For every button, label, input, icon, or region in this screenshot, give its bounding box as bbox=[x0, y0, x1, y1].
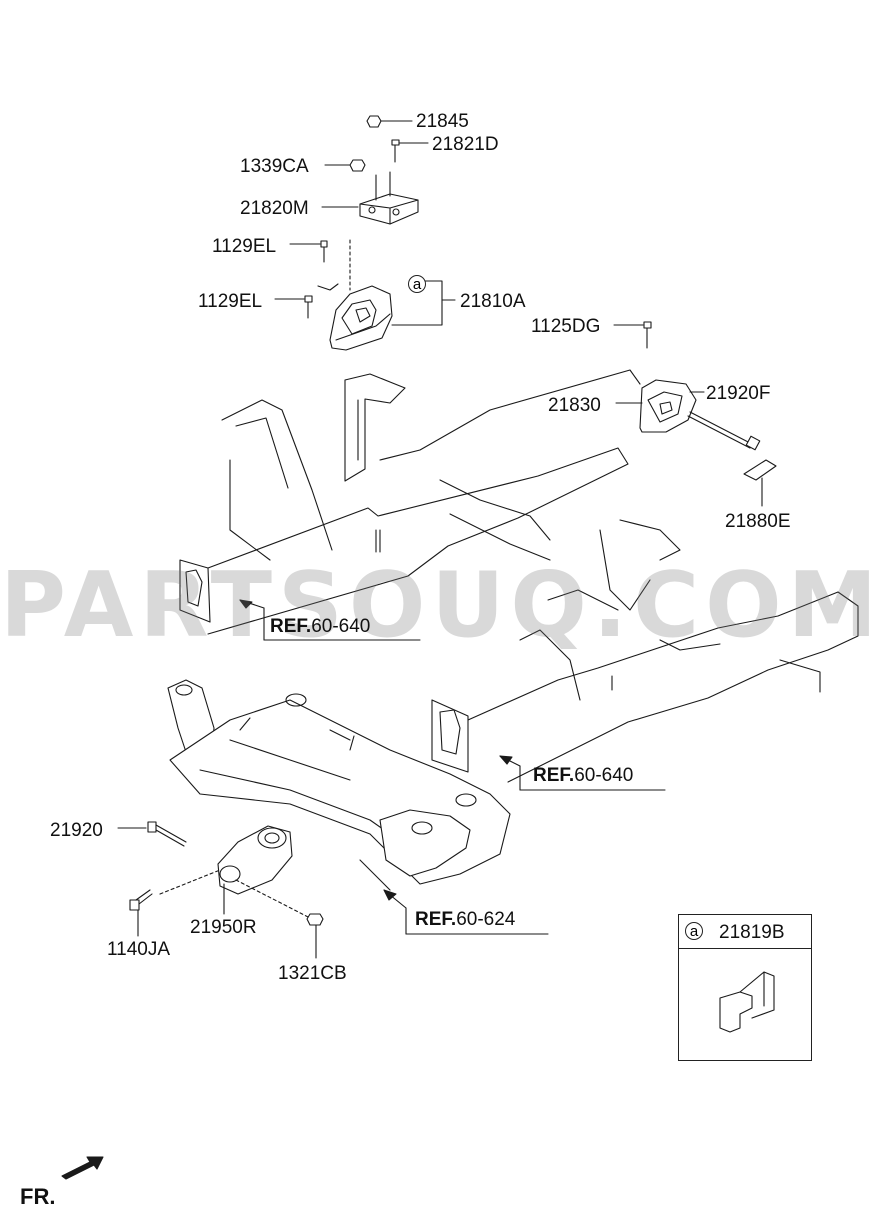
label-21821D: 21821D bbox=[432, 134, 499, 155]
label-21845: 21845 bbox=[416, 111, 469, 132]
label-21920F: 21920F bbox=[706, 383, 771, 404]
bolt-1125DG bbox=[613, 321, 652, 349]
label-21810A: 21810A bbox=[460, 291, 526, 312]
mount-21950R bbox=[159, 825, 311, 919]
ref-prefix: REF. bbox=[270, 616, 312, 637]
bolt-21821D bbox=[391, 139, 429, 163]
label-1125DG: 1125DG bbox=[531, 316, 601, 337]
ref-link-60-640-upper[interactable]: REF.60-640 bbox=[270, 617, 370, 636]
ref-code: 60-640 bbox=[574, 765, 634, 786]
subframe bbox=[167, 679, 549, 935]
legend-part-21819B: 21819B bbox=[719, 922, 785, 943]
nut-1339CA bbox=[324, 159, 366, 172]
front-arrow-icon bbox=[61, 1156, 104, 1180]
callout-marker-a: a bbox=[408, 275, 426, 293]
front-indicator: FR. bbox=[20, 1184, 56, 1209]
nut-1321CB bbox=[306, 913, 324, 959]
ref-link-60-640-lower[interactable]: REF.60-640 bbox=[533, 766, 633, 785]
label-21950R: 21950R bbox=[190, 917, 257, 938]
front-side-member-right bbox=[431, 519, 859, 791]
label-21820M: 21820M bbox=[240, 198, 309, 219]
ref-prefix: REF. bbox=[533, 765, 575, 786]
label-21830: 21830 bbox=[548, 395, 601, 416]
label-1321CB: 1321CB bbox=[278, 963, 347, 984]
front-side-member-left bbox=[179, 369, 641, 641]
bolt-1140JA bbox=[129, 889, 153, 937]
ref-code: 60-624 bbox=[456, 909, 516, 930]
bolt-21920F bbox=[687, 411, 761, 451]
legend-marker-a: a bbox=[685, 922, 703, 940]
clip-21880E bbox=[743, 459, 777, 507]
legend-box: a 21819B bbox=[678, 914, 812, 1061]
clip-21819B-drawing bbox=[719, 971, 775, 1033]
nut-21845 bbox=[366, 115, 413, 128]
bolt-1129EL-b bbox=[274, 295, 313, 319]
ref-code: 60-640 bbox=[311, 616, 371, 637]
label-21920: 21920 bbox=[50, 820, 103, 841]
label-1129EL-a: 1129EL bbox=[212, 236, 277, 257]
ref-link-60-624[interactable]: REF.60-624 bbox=[415, 910, 515, 929]
bracket-21820M bbox=[321, 171, 419, 225]
watermark: PARTSOUQ.COM bbox=[0, 553, 884, 658]
legend-header: a 21819B bbox=[679, 915, 811, 949]
mount-21810A bbox=[317, 239, 456, 351]
bolt-21920 bbox=[117, 821, 187, 847]
mount-21830 bbox=[615, 379, 705, 433]
label-1140JA: 1140JA bbox=[107, 939, 171, 960]
ref-prefix: REF. bbox=[415, 909, 457, 930]
bolt-1129EL-a bbox=[289, 240, 328, 263]
label-21880E: 21880E bbox=[725, 511, 791, 532]
label-1339CA: 1339CA bbox=[240, 156, 309, 177]
label-1129EL-b: 1129EL bbox=[198, 291, 263, 312]
